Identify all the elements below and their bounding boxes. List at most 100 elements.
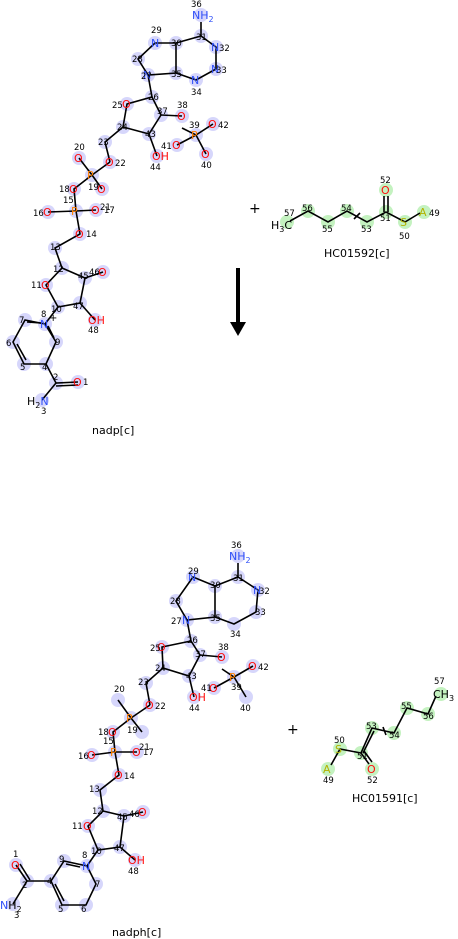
index-2-p: 2 bbox=[22, 881, 27, 891]
index-5: 5 bbox=[20, 363, 25, 373]
atom-o52-p: O bbox=[367, 763, 376, 776]
index-25-p: 25 bbox=[150, 644, 161, 654]
atom-n27: N bbox=[143, 69, 151, 82]
atom-o16: O bbox=[43, 206, 52, 219]
index-7-p: 7 bbox=[95, 880, 100, 890]
atom-ch3: H3C bbox=[271, 219, 292, 234]
compound-label-hc01591: HC01591[c] bbox=[352, 792, 418, 805]
atom-o11-p: O bbox=[83, 820, 92, 833]
atom-n29-p: N bbox=[188, 571, 196, 584]
index-3-p: 3 bbox=[14, 911, 19, 921]
atom-o20: O bbox=[74, 152, 83, 165]
atom-o14: O bbox=[75, 228, 84, 241]
index-4-p: 4 bbox=[47, 877, 52, 887]
nadp-molecule: N N N N N NH2 O O P O O O OH O P O O O P… bbox=[6, 0, 230, 437]
index-35: 35 bbox=[171, 70, 182, 80]
index-15: 15 bbox=[63, 196, 74, 206]
index-29-p: 29 bbox=[188, 567, 199, 577]
index-7: 7 bbox=[19, 316, 24, 326]
atom-oh48: OH bbox=[88, 314, 105, 327]
index-51-p: 51 bbox=[357, 752, 368, 762]
index-36: 36 bbox=[191, 0, 202, 10]
index-38-p: 38 bbox=[218, 643, 229, 653]
index-25: 25 bbox=[112, 101, 123, 111]
atom-o14-p: O bbox=[114, 769, 123, 782]
atom-ch3-p: CH3 bbox=[433, 688, 454, 703]
index-39-p: 39 bbox=[231, 683, 242, 693]
index-12-p: 12 bbox=[92, 807, 103, 817]
index-6: 6 bbox=[6, 339, 11, 349]
atom-o18: O bbox=[69, 183, 78, 196]
atom-s50-p: S bbox=[335, 743, 342, 756]
atom-o42: O bbox=[208, 118, 217, 131]
index-52-p: 52 bbox=[367, 776, 378, 786]
index-43-p: 43 bbox=[186, 672, 197, 682]
index-49-p: 49 bbox=[323, 776, 334, 786]
atom-o38-p: O bbox=[217, 651, 226, 664]
reaction-arrow bbox=[230, 268, 246, 336]
index-14-p: 14 bbox=[124, 772, 135, 782]
index-17-p: 17 bbox=[143, 748, 154, 758]
atom-o25-p: O bbox=[157, 641, 166, 654]
index-19: 19 bbox=[88, 183, 99, 193]
index-20-p: 20 bbox=[114, 685, 125, 695]
index-41-p: 41 bbox=[201, 684, 212, 694]
index-35-p: 35 bbox=[210, 614, 221, 624]
index-12: 12 bbox=[53, 265, 64, 275]
index-56-p: 56 bbox=[423, 712, 434, 722]
index-9-p: 9 bbox=[59, 855, 64, 865]
atom-n8: N bbox=[40, 318, 48, 331]
index-48: 48 bbox=[88, 326, 99, 336]
index-47: 47 bbox=[73, 302, 84, 312]
index-19-p: 19 bbox=[127, 726, 138, 736]
atom-o22: O bbox=[105, 156, 114, 169]
compound-label-hc01592: HC01592[c] bbox=[324, 247, 390, 260]
index-53-p: 53 bbox=[366, 722, 377, 732]
index-8-p: 8 bbox=[82, 851, 87, 861]
atom-o46: O bbox=[98, 266, 107, 279]
index-51: 51 bbox=[380, 214, 391, 224]
atom-o16-p: O bbox=[87, 749, 96, 762]
atom-o40: O bbox=[201, 148, 210, 161]
atom-o11: O bbox=[41, 279, 50, 292]
index-47-p: 47 bbox=[114, 844, 125, 854]
atom-p39-p: P bbox=[229, 671, 236, 684]
index-54: 54 bbox=[341, 204, 352, 214]
index-24-p: 24 bbox=[155, 664, 166, 674]
index-30: 30 bbox=[171, 39, 182, 49]
atom-o38: O bbox=[177, 110, 186, 123]
index-21: 21 bbox=[100, 203, 111, 213]
index-46: 46 bbox=[89, 268, 100, 278]
atom-p19-p: P bbox=[126, 712, 133, 725]
atom-nh2-amide: H2N bbox=[27, 395, 49, 410]
index-16: 16 bbox=[33, 209, 44, 219]
atom-o1-p: O bbox=[11, 859, 20, 872]
index-27-p: 27 bbox=[171, 617, 182, 627]
index-31-p: 31 bbox=[233, 574, 244, 584]
compound-label-nadph: nadph[c] bbox=[112, 926, 161, 939]
index-10-p: 10 bbox=[91, 847, 102, 857]
hc01591-molecule: CH3 O S A 57 56 55 54 53 51 52 50 49 HC0… bbox=[321, 677, 454, 805]
index-45: 45 bbox=[78, 272, 89, 282]
index-11-p: 11 bbox=[72, 822, 83, 832]
index-43: 43 bbox=[145, 130, 156, 140]
compound-label-nadp: nadp[c] bbox=[92, 424, 134, 437]
index-37: 37 bbox=[157, 107, 168, 117]
atom-oh44-p: OH bbox=[189, 691, 206, 704]
index-23: 23 bbox=[98, 138, 109, 148]
atom-o42-p: O bbox=[248, 660, 257, 673]
index-2: 2 bbox=[53, 373, 58, 383]
atom-n34: N bbox=[191, 74, 199, 87]
atom-nh2: NH2 bbox=[192, 9, 214, 24]
index-13: 13 bbox=[50, 243, 61, 253]
index-30-p: 30 bbox=[210, 581, 221, 591]
index-53: 53 bbox=[361, 225, 372, 235]
index-26-p: 26 bbox=[187, 636, 198, 646]
atom-n27-p: N bbox=[182, 614, 190, 627]
index-55-p: 55 bbox=[401, 702, 412, 712]
atom-p15-p: P bbox=[110, 746, 117, 759]
atom-oh48-p: OH bbox=[128, 854, 145, 867]
index-40: 40 bbox=[201, 161, 212, 171]
index-14: 14 bbox=[86, 230, 97, 240]
